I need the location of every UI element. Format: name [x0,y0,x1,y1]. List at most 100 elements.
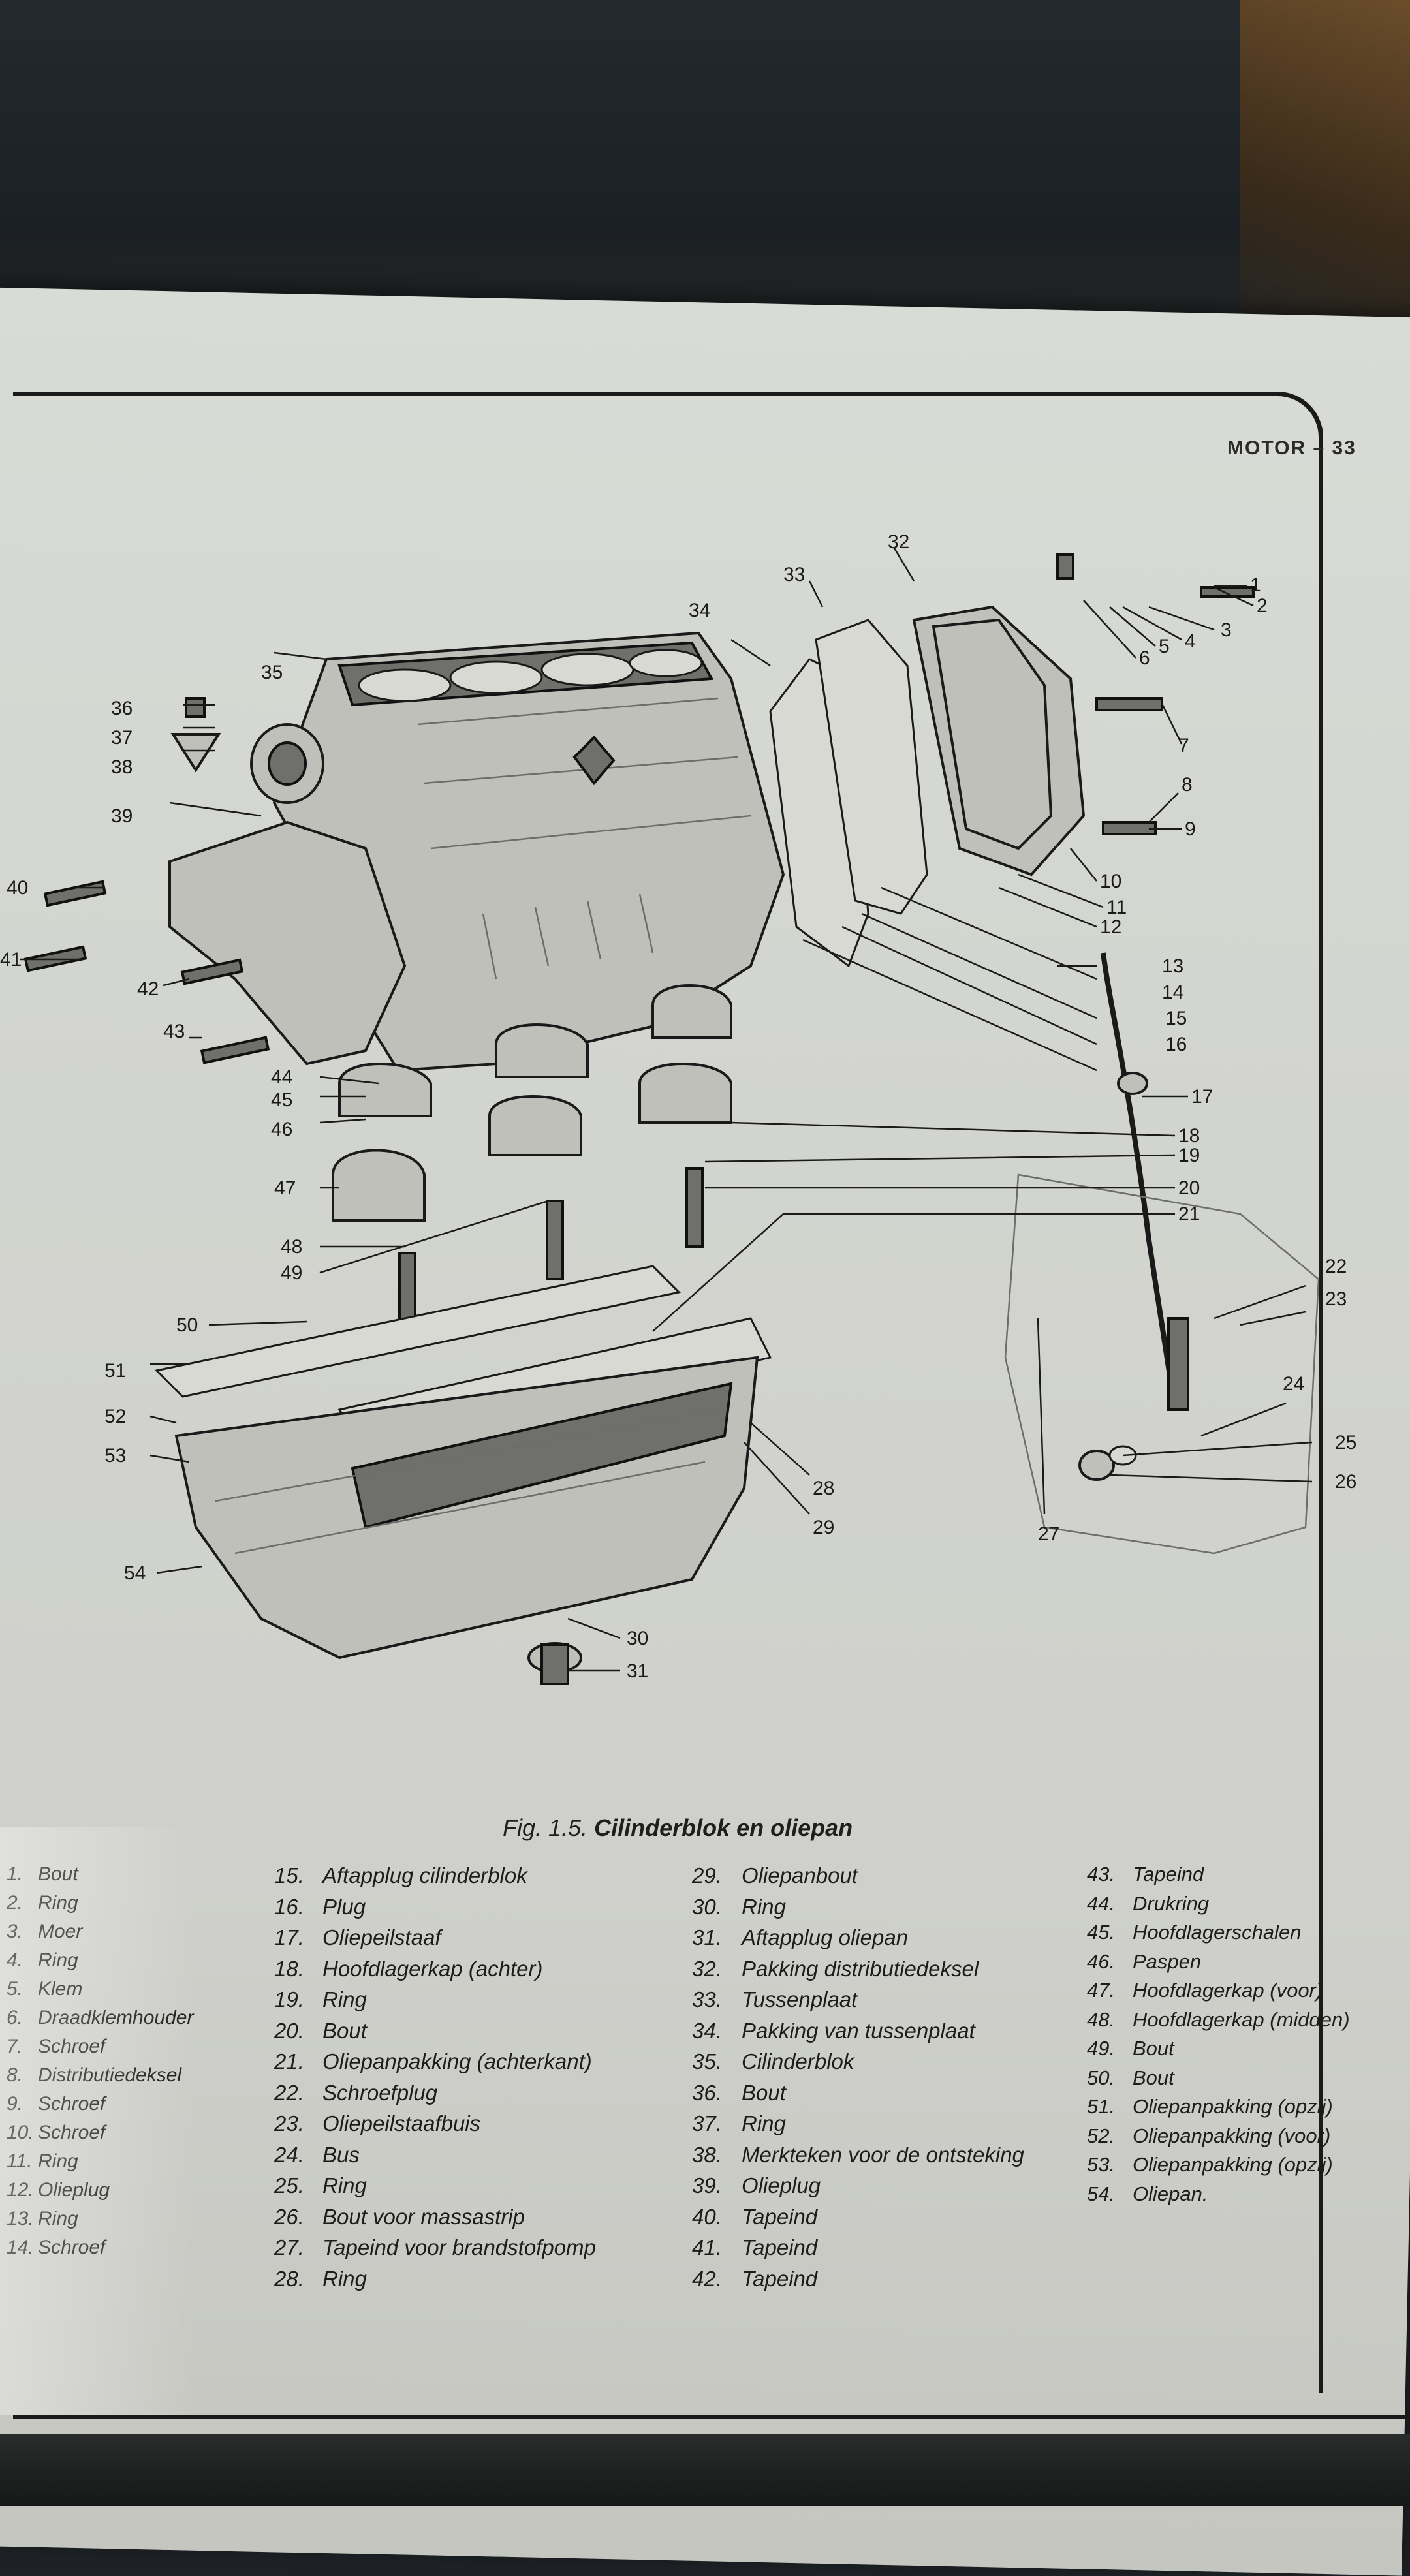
bearing-caps-drawing [332,984,732,1333]
legend-item-label: Ring [38,1949,78,1971]
legend-item-number: 18. [274,1956,304,1981]
legend-item: 50.Bout [1087,2064,1350,2093]
callout-21: 21 [1178,1203,1200,1225]
legend-item-label: Oliepeilstaafbuis [322,2111,481,2135]
legend-item-number: 16. [274,1894,304,1919]
callout-30: 30 [627,1628,648,1649]
legend-item-label: Bout [1133,2037,1174,2060]
legend-item: 2.Ring [7,1889,193,1917]
running-header: MOTOR – 33 [1227,437,1356,459]
callout-37: 37 [111,727,133,749]
legend-item-label: Aftapplug oliepan [742,1925,909,1949]
legend-item: 34.Pakking van tussenplaat [692,2015,1024,2047]
legend-item-number: 17. [274,1925,304,1949]
callout-50: 50 [176,1314,198,1336]
legend-item: 15.Aftapplug cilinderblok [274,1860,596,1891]
legend-item-number: 5. [7,1978,24,2000]
callout-40: 40 [7,877,28,899]
callout-29: 29 [813,1517,834,1538]
callout-35: 35 [261,662,283,683]
legend-item-number: 47. [1087,1979,1116,2002]
callout-4: 4 [1185,630,1196,652]
legend-item-label: Oliepanpakking (voor) [1133,2124,1331,2147]
legend-item: 3.Moer [7,1917,193,1946]
callout-numbers: 1 2 3 4 5 6 7 8 9 10 11 12 13 14 15 16 1… [0,531,1356,1682]
legend-item-label: Schroef [38,2093,106,2115]
legend-item-number: 45. [1087,1921,1116,1944]
legend-item-label: Oliepanpakking (opzij) [1133,2095,1333,2118]
legend-item-number: 27. [274,2235,304,2259]
legend-item: 9. Schroef [7,2090,193,2118]
legend-item: 28.Ring [274,2263,596,2295]
callout-49: 49 [281,1262,302,1284]
legend-item-label: Tapeind [742,2235,818,2259]
parts-legend-column-2: 15.Aftapplug cilinderblok 16.Plug 17.Oli… [274,1860,596,2294]
legend-item-label: Hoofdlagerkap (midden) [1133,2008,1350,2031]
callout-41: 41 [0,949,22,970]
callout-47: 47 [274,1177,296,1199]
parts-legend-column-1: 1.Bout 2.Ring 3.Moer 4.Ring 5.Klem 6.Dra… [7,1860,193,2262]
legend-item-label: Ring [38,1892,78,1914]
legend-item-label: Ring [38,2150,78,2172]
legend-item: 40.Tapeind [692,2201,1024,2233]
callout-45: 45 [271,1089,292,1111]
legend-item: 49. Bout [1087,2034,1350,2064]
legend-item: 10.Schroef [7,2118,193,2147]
callout-12: 12 [1100,916,1121,938]
legend-item: 19.Ring [274,1984,596,2015]
callout-8: 8 [1182,774,1193,796]
callout-27: 27 [1038,1523,1059,1545]
legend-item-number: 50. [1087,2066,1116,2089]
legend-item-number: 39. [692,2173,722,2197]
callout-7: 7 [1178,735,1189,756]
legend-item-number: 9. [7,2093,24,2115]
legend-item: 17.Oliepeilstaaf [274,1922,596,1953]
legend-item: 36. Bout [692,2077,1024,2109]
legend-item: 39.Olieplug [692,2170,1024,2201]
legend-item-label: Tapeind [1133,1863,1204,1885]
legend-item: 46.Paspen [1087,1948,1350,1977]
legend-item-label: Bout [322,2018,367,2043]
callout-38: 38 [111,756,133,778]
legend-item-label: Ring [322,2173,367,2197]
legend-item-label: Tapeind [742,2266,818,2291]
legend-item-number: 10. [7,2122,34,2143]
callout-23: 23 [1325,1288,1347,1310]
callout-13: 13 [1162,955,1183,977]
legend-item: 44.Drukring [1087,1889,1350,1919]
callout-26: 26 [1335,1471,1356,1493]
running-header-separator: – [1306,437,1332,459]
legend-item-label: Oliepanpakking (opzij) [1133,2153,1333,2176]
callout-44: 44 [271,1066,292,1088]
legend-item: 21.Oliepanpakking (achterkant) [274,2046,596,2077]
legend-item-number: 25. [274,2173,304,2197]
legend-item: 41.Tapeind [692,2232,1024,2263]
legend-item: 25. Ring [274,2170,596,2201]
legend-item: 6.Draadklemhouder [7,2004,193,2032]
legend-item-label: Bout [742,2080,786,2105]
legend-item-label: Ring [38,2208,78,2229]
timing-cover-drawing [769,553,1255,968]
legend-item-label: Schroef [38,2036,106,2057]
legend-item: 31.Aftapplug oliepan [692,1922,1024,1953]
legend-item: 38.Merkteken voor de ontsteking [692,2139,1024,2171]
legend-item-number: 36. [692,2080,722,2105]
callout-51: 51 [104,1360,126,1382]
legend-item-number: 51. [1087,2095,1116,2118]
callout-34: 34 [689,600,710,621]
legend-item-label: Ring [742,1894,786,1919]
legend-item-number: 20. [274,2018,304,2043]
legend-item: 23.Oliepeilstaafbuis [274,2108,596,2139]
page-frame-border [13,392,1323,2393]
legend-item-number: 37. [692,2111,722,2135]
legend-item-label: Draadklemhouder [38,2007,194,2028]
callout-15: 15 [1165,1008,1187,1029]
legend-item-label: Tussenplaat [742,1987,858,2011]
legend-item-label: Oliepanpakking (achterkant) [322,2049,592,2073]
legend-item: 37.Ring [692,2108,1024,2139]
legend-item-label: Oliepan. [1133,2182,1208,2205]
legend-item-number: 49. [1087,2037,1116,2060]
legend-item: 13.Ring [7,2205,193,2233]
legend-item-number: 53. [1087,2153,1116,2176]
cylinder-block-drawing [168,631,785,1072]
